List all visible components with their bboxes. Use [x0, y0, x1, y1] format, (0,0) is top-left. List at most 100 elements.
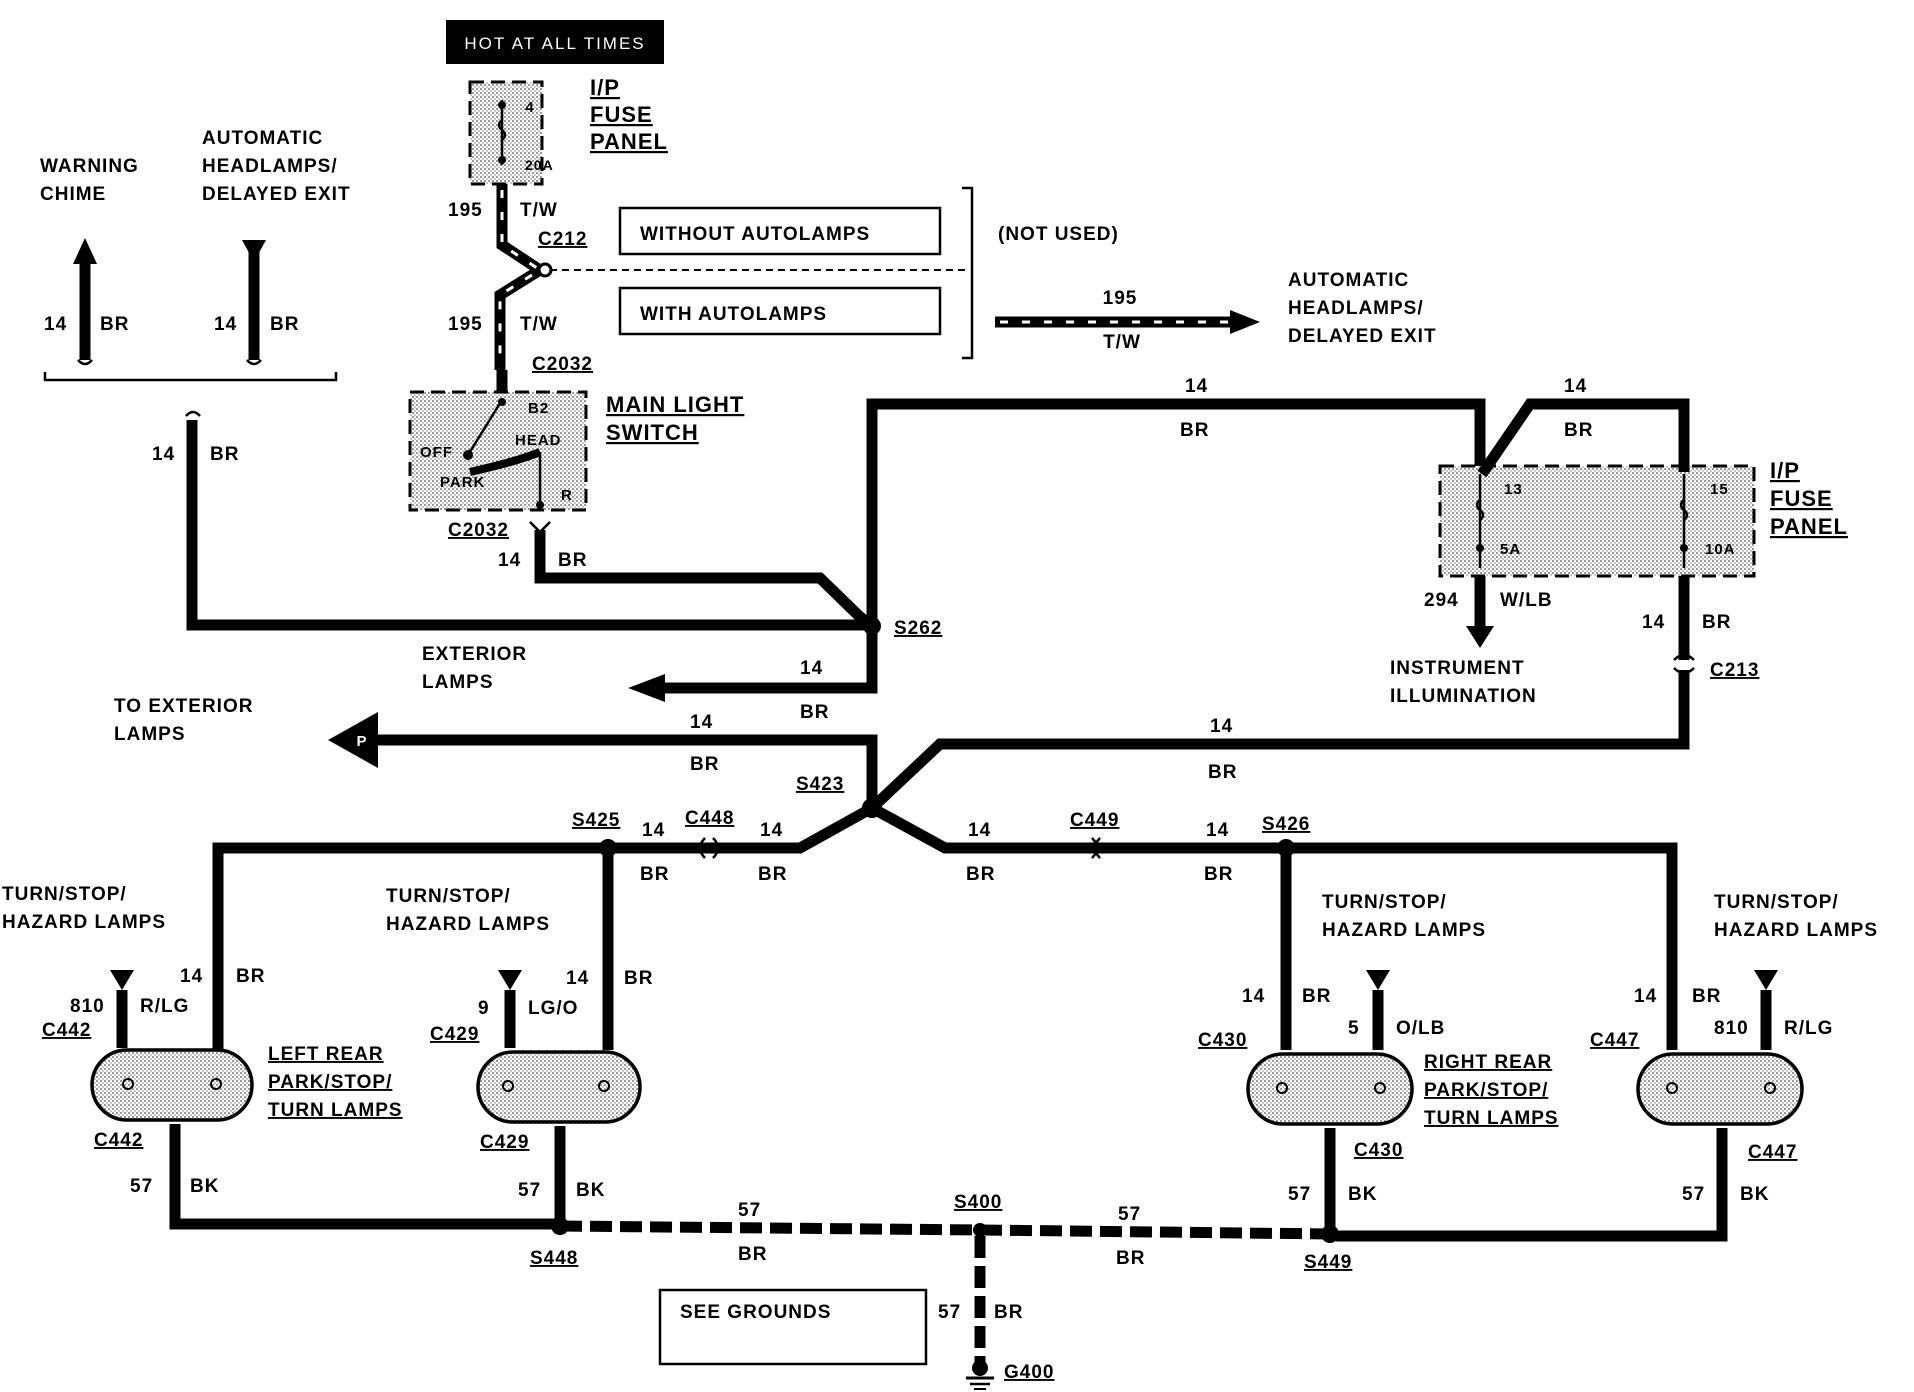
wire-9-color: LG/O: [528, 998, 578, 1019]
auto-headlamps-right-3: DELAYED EXIT: [1288, 326, 1437, 347]
s449-node: [1321, 1225, 1339, 1243]
hot-at-all-times-text: HOT AT ALL TIMES: [464, 34, 645, 53]
warning-chime-arrow: [73, 238, 97, 264]
wire-14-p-color: BR: [690, 754, 719, 775]
tsh-2-line1: TURN/STOP/: [386, 886, 511, 907]
s423-label: S423: [796, 774, 844, 795]
main-light-switch: B2 HEAD OFF PARK R: [408, 390, 588, 512]
fuse-15-number: 15: [1710, 481, 1729, 498]
wire-57-lamp3-color: BK: [1348, 1184, 1377, 1205]
auto-headlamps-left-1: AUTOMATIC: [202, 128, 323, 149]
wire-14-chime-number: 14: [44, 314, 67, 335]
wire-195-right-number: 195: [1103, 288, 1138, 309]
wire-195-right-color: T/W: [1103, 332, 1141, 353]
wire-14-lamp4-color: BR: [1692, 986, 1721, 1007]
wire-14-lamp1-color: BR: [236, 966, 265, 987]
switch-r: R: [561, 487, 573, 504]
s400-label: S400: [954, 1192, 1002, 1213]
fuse-panel-right-label-3: PANEL: [1770, 514, 1848, 539]
wire-14-c213-number: 14: [1642, 612, 1665, 633]
s448-label: S448: [530, 1248, 578, 1269]
auto-headlamps-left-2: HEADLAMPS/: [202, 156, 338, 177]
wire-14-c449-right-number: 14: [1206, 820, 1229, 841]
without-autolamps-text: WITHOUT AUTOLAMPS: [640, 224, 870, 245]
tsh-3-line2: HAZARD LAMPS: [1322, 920, 1486, 941]
wire-57-bus-right-number: 57: [1118, 1204, 1141, 1225]
wire-5-color: O/LB: [1396, 1018, 1445, 1039]
wire-5-number: 5: [1348, 1018, 1360, 1039]
fuse-panel-right: 13 5A 15 10A: [1438, 464, 1756, 578]
switch-park: PARK: [440, 474, 485, 491]
wire-57-lamp4-color: BK: [1740, 1184, 1769, 1205]
wire-14-p-number: 14: [690, 712, 713, 733]
wire-14-left-feed-color: BR: [210, 444, 239, 465]
wire-57-lamp2-number: 57: [518, 1180, 541, 1201]
wire-14-ext-color: BR: [800, 702, 829, 723]
s400-node: [973, 1223, 987, 1237]
c447-top-label: C447: [1590, 1030, 1639, 1051]
hot-at-all-times-banner: [446, 20, 664, 64]
left-rear-label-2: PARK/STOP/: [268, 1072, 392, 1093]
wire-14-lamp2-number: 14: [566, 968, 589, 989]
to-exterior-lamps-2: LAMPS: [114, 724, 186, 745]
auto-headlamps-right-1: AUTOMATIC: [1288, 270, 1409, 291]
s426-label: S426: [1262, 814, 1310, 835]
left-rear-label-3: TURN LAMPS: [268, 1100, 403, 1121]
wire-294-number: 294: [1424, 590, 1459, 611]
wire-810-left-color: R/LG: [140, 996, 189, 1017]
wire-57-lamp3-number: 57: [1288, 1184, 1311, 1205]
p-arrow: [328, 712, 378, 768]
tsh-2-line2: HAZARD LAMPS: [386, 914, 550, 935]
right-rear-label-1: RIGHT REAR: [1424, 1052, 1552, 1073]
s449-label: S449: [1304, 1252, 1352, 1273]
wire-14-switch-number: 14: [498, 550, 521, 571]
tsh-1-line1: TURN/STOP/: [2, 884, 127, 905]
wire-57-lamp4-number: 57: [1682, 1184, 1705, 1205]
wire-14-autohead-color: BR: [270, 314, 299, 335]
right-rear-label-3: TURN LAMPS: [1424, 1108, 1559, 1129]
fuse-panel-top-label-2: FUSE: [590, 102, 653, 127]
c429-top-label: C429: [430, 1024, 479, 1045]
fuse-4-number: 4: [525, 99, 534, 116]
wire-195-upper-number: 195: [448, 200, 483, 221]
wire-57-ground-number: 57: [938, 1302, 961, 1323]
see-grounds-text: SEE GROUNDS: [680, 1302, 831, 1323]
wire-14-ext-number: 14: [800, 658, 823, 679]
wire-14-fuse-jumper-number: 14: [1564, 376, 1587, 397]
auto-headlamps-right-2: HEADLAMPS/: [1288, 298, 1424, 319]
see-grounds-box: [658, 1288, 928, 1366]
wire-14-c448-left-number: 14: [642, 820, 665, 841]
to-exterior-lamps-1: TO EXTERIOR: [114, 696, 253, 717]
c213-label: C213: [1710, 660, 1759, 681]
exterior-lamps-2: LAMPS: [422, 672, 494, 693]
wire-14-top-color: BR: [1180, 420, 1209, 441]
wire-195-upper-color: T/W: [520, 200, 558, 221]
c212-node: [537, 262, 553, 278]
feed-9-arrow: [498, 970, 522, 990]
exterior-lamps-arrow: [628, 674, 665, 702]
switch-off: OFF: [420, 444, 453, 461]
wire-57-bus-right-color: BR: [1116, 1248, 1145, 1269]
exterior-lamps-1: EXTERIOR: [422, 644, 527, 665]
auto-headlamps-left-arrow: [242, 240, 266, 262]
wire-14-switch-color: BR: [558, 550, 587, 571]
fuse-13-amp: 5A: [1500, 541, 1521, 558]
feed-810-right-arrow: [1754, 970, 1778, 990]
tsh-4-line2: HAZARD LAMPS: [1714, 920, 1878, 941]
without-autolamps-box: [618, 206, 942, 256]
warning-chime-1: WARNING: [40, 156, 139, 177]
c2032-top-label: C2032: [532, 354, 593, 375]
c447-bottom-label: C447: [1748, 1142, 1797, 1163]
wire-14-autohead-number: 14: [214, 314, 237, 335]
wire-14-lamp2-color: BR: [624, 968, 653, 989]
not-used-text: (NOT USED): [998, 224, 1119, 245]
right-rear-lamp-outer: [1636, 1052, 1804, 1126]
fuse-panel-right-label-2: FUSE: [1770, 486, 1833, 511]
feed-5-arrow: [1366, 970, 1390, 990]
left-rear-lamp-outer: [90, 1048, 254, 1122]
wire-14-lamp4-number: 14: [1634, 986, 1657, 1007]
c442-bottom-label: C442: [94, 1130, 143, 1151]
s425-label: S425: [572, 810, 620, 831]
warning-chime-2: CHIME: [40, 184, 106, 205]
g400-label: G400: [1004, 1362, 1054, 1383]
